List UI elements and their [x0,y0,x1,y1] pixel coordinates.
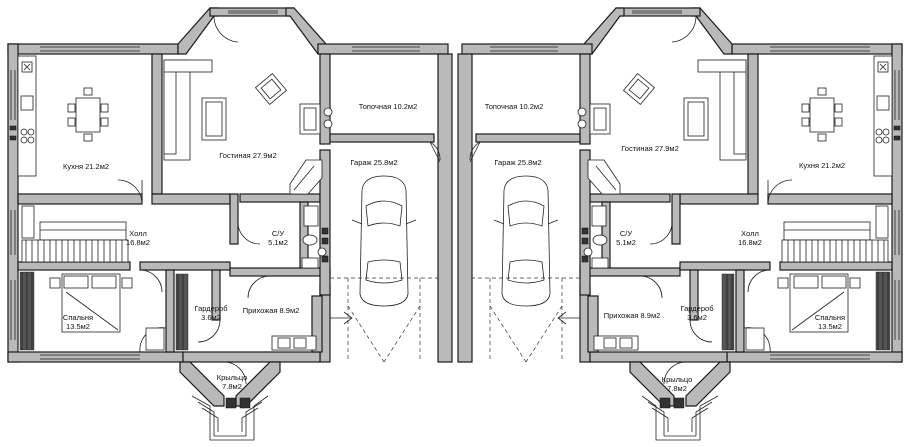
room-area: 16.8м2 [126,238,150,247]
room-name: Спальня [814,313,846,322]
room-label-entry-right: Прихожая 8.9м2 [604,311,661,320]
room-name: Крыльцо [216,373,248,382]
room-area: 7.8м2 [222,382,242,391]
room-label-living-left: Гостиная 27.9м2 [219,151,277,160]
room-name: Прихожая 8.9м2 [242,306,300,315]
room-area: 3.6м2 [687,313,707,322]
room-area: 13.5м2 [66,322,90,331]
room-label-boiler-left: Топочная 10.2м2 [359,102,418,111]
room-area: 16.8м2 [738,238,762,247]
room-name: Прихожая 8.9м2 [603,311,661,320]
room-label-kitchen-left: Кухня 21.2м2 [63,162,109,171]
room-name: Топочная 10.2м2 [358,102,418,111]
room-label-living-right: Гостиная 27.9м2 [621,144,679,153]
room-label-garage-left: Гараж 25.8м2 [350,158,397,167]
room-name: С/У [619,229,633,238]
room-name: Гостиная 27.9м2 [219,151,277,160]
room-name: Топочная 10.2м2 [484,102,544,111]
room-label-garage-right: Гараж 25.8м2 [494,158,541,167]
room-area: 3.6м2 [201,313,221,322]
room-name: Кухня 21.2м2 [62,162,110,171]
room-name: Спальня [62,313,94,322]
room-name: Кухня 21.2м2 [798,161,846,170]
room-area: 13.5м2 [818,322,842,331]
room-name: Гостиная 27.9м2 [621,144,679,153]
room-label-kitchen-right: Кухня 21.2м2 [799,161,845,170]
room-name: Гараж 25.8м2 [350,158,398,167]
room-name: Гардероб [680,304,714,313]
room-name: Крыльцо [661,375,693,384]
room-name: Гардероб [194,304,228,313]
room-name: Холл [129,229,147,238]
room-label-boiler-right: Топочная 10.2м2 [485,102,544,111]
room-label-entry-left: Прихожая 8.9м2 [243,306,300,315]
room-name: С/У [271,229,285,238]
room-area: 5.1м2 [268,238,288,247]
room-area: 7.8м2 [667,384,687,393]
room-name: Холл [741,229,759,238]
room-area: 5.1м2 [616,238,636,247]
room-name: Гараж 25.8м2 [494,158,542,167]
